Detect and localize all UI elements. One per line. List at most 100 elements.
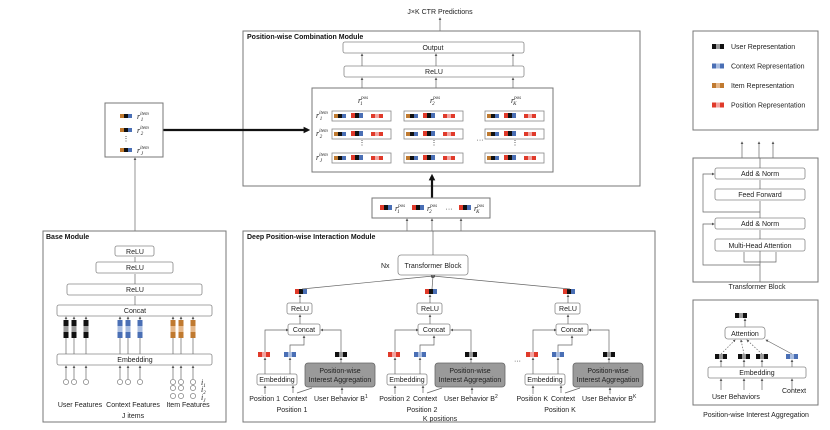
base-relu-1: ReLU: [126, 287, 144, 294]
feature-node: [83, 379, 89, 385]
embedding-label: Embedding: [389, 377, 425, 384]
position-input-label: Position 1: [249, 396, 280, 403]
position-column-1: ReLUConcatEmbeddingPosition-wiseInterest…: [249, 274, 434, 414]
relu-label: ReLU: [421, 306, 439, 313]
feature-node: [71, 379, 77, 385]
user-behavior-label: User Behavior B2: [444, 394, 498, 403]
item-feature-node: [178, 385, 184, 391]
combined-representation-cell: [484, 128, 545, 140]
vertical-ellipsis: ⋮: [512, 140, 519, 147]
position-caption: Position 2: [407, 407, 438, 414]
legend-label: Item Representation: [731, 83, 794, 90]
embedding-label: Embedding: [259, 377, 295, 384]
base-module: Base Module ReLU ReLU ReLU Concat Embedd…: [42, 230, 227, 423]
concat-label: Concat: [561, 327, 583, 334]
aggregation-embedding: Embedding: [739, 370, 775, 377]
feature-node: [117, 379, 123, 385]
context-representation-chip: [786, 354, 798, 359]
relu-label: ReLU: [291, 306, 309, 313]
combined-representation-cell: [484, 110, 545, 122]
context-embedding-vector: [117, 320, 123, 338]
concat-label: Concat: [423, 327, 445, 334]
interest-aggregation-block: [304, 362, 376, 388]
position-caption: Position K: [544, 407, 576, 414]
relu-label: ReLU: [559, 306, 577, 313]
context-representation-chip: [712, 63, 724, 69]
item-feature-node: [170, 385, 176, 391]
user-representation-chip: [715, 354, 727, 359]
nx-label: Nx: [381, 263, 390, 270]
legend-label: Context Representation: [731, 64, 805, 71]
combined-representation-cell: [331, 128, 392, 140]
combined-representation-cell: [403, 152, 464, 164]
legend-item-position: Position Representation: [712, 102, 805, 110]
legend-label: User Representation: [731, 44, 795, 51]
context-representation-chip: [552, 352, 564, 357]
item-feature-node: [178, 393, 184, 399]
output-layer: [342, 41, 525, 54]
aggregation-label-1: Position-wise: [319, 368, 360, 375]
k-positions-caption: K positions: [423, 416, 458, 423]
j-items-caption: J items: [122, 413, 145, 420]
aggregation-label-2: Interest Aggregation: [577, 377, 640, 384]
columns-ellipsis: ···: [514, 358, 521, 365]
context-label: Context: [782, 388, 806, 395]
context-input-label: Context: [283, 396, 307, 403]
legend-item-user: User Representation: [712, 44, 795, 51]
user-behavior-label: User Behavior BK: [582, 394, 637, 403]
feature-node: [178, 379, 184, 385]
position-representation-chip: [443, 132, 455, 136]
position-representation-chip: [443, 114, 455, 118]
legend-item-context: Context Representation: [712, 63, 805, 71]
item-embedding-vector: [190, 320, 196, 338]
user-representation-chip: [465, 352, 477, 357]
context-input-label: Context: [551, 396, 575, 403]
item-features-label: Item Features: [166, 402, 210, 409]
column-ellipsis: ···: [477, 137, 484, 144]
position-representation-chip: [524, 132, 536, 136]
context-embedding-vector: [125, 320, 131, 338]
interest-aggregation-block: [572, 362, 644, 388]
combined-representation-cell: [331, 152, 392, 164]
aggregation-label-2: Interest Aggregation: [309, 377, 372, 384]
user-representation-chip: [735, 313, 747, 318]
context-input-label: Context: [413, 396, 437, 403]
feature-node: [190, 379, 196, 385]
combination-relu-layer: [343, 65, 525, 78]
transformer-block-label: Transformer Block: [405, 263, 462, 270]
user-representation-chip: [603, 352, 615, 357]
item-feature-node: [190, 393, 196, 399]
base-concat: Concat: [124, 308, 146, 315]
user-embedding-vector: [83, 320, 89, 338]
position-representation-chip: [526, 352, 538, 357]
output-label: Output: [422, 45, 443, 52]
legend-item-item: Item Representation: [712, 83, 794, 90]
item-embedding-vector: [170, 320, 176, 338]
position-representation-chip: [712, 102, 724, 108]
user-features-label: User Features: [58, 402, 103, 409]
position-column-3: ReLUConcatEmbeddingPosition-wiseInterest…: [432, 274, 644, 414]
feature-node: [63, 379, 69, 385]
context-features-label: Context Features: [106, 402, 160, 409]
item-feature-node: [190, 385, 196, 391]
user-embedding-vector: [63, 320, 69, 338]
combined-representation-cell: [331, 110, 392, 122]
aggregation-label-1: Position-wise: [449, 368, 490, 375]
position-column-2: ReLUConcatEmbeddingPosition-wiseInterest…: [379, 275, 506, 414]
position-input-label: Position K: [516, 396, 548, 403]
user-embedding-vector: [71, 320, 77, 338]
base-relu-3: ReLU: [126, 249, 144, 256]
interest-aggregation-block: [434, 362, 506, 388]
add-norm-bottom: Add & Norm: [741, 221, 779, 228]
position-representation-chip: [388, 352, 400, 357]
item-index-label: iJ: [201, 393, 206, 404]
